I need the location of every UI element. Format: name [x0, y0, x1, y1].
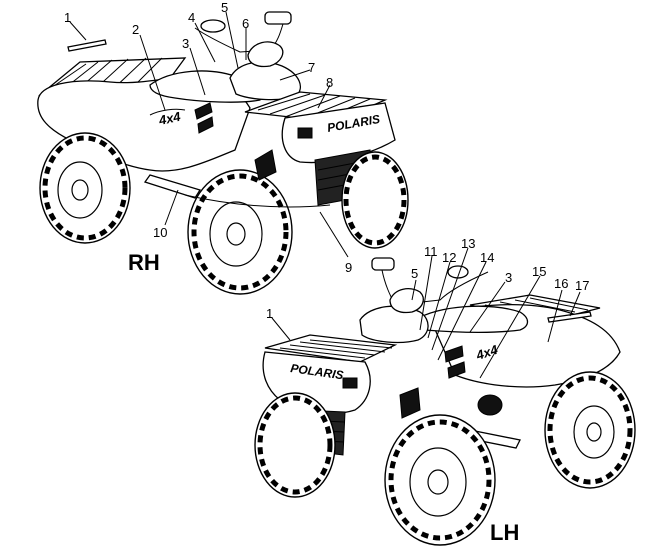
callout-rh-9: 9: [345, 260, 352, 275]
callout-rh-8: 8: [326, 75, 333, 90]
model-decal-rh: 4x4: [157, 109, 183, 129]
callout-lh-5: 5: [411, 266, 418, 281]
callout-lh-1: 1: [266, 306, 273, 321]
callout-rh-1: 1: [64, 10, 71, 25]
callout-rh-4: 4: [188, 10, 195, 25]
callout-rh-6: 6: [242, 16, 249, 31]
callout-rh-5: 5: [221, 0, 228, 15]
callout-rh-2: 2: [132, 22, 139, 37]
callout-rh-10: 10: [153, 225, 167, 240]
view-label-lh: LH: [490, 520, 519, 545]
callout-lh-15: 15: [532, 264, 546, 279]
callout-lh-16: 16: [554, 276, 568, 291]
callout-lh-13: 13: [461, 236, 475, 251]
atv-right-hand-view: POLARIS 4x4: [37, 0, 409, 295]
atv-left-hand-view: 4x4 POLARIS: [254, 236, 636, 546]
callout-lh-14: 14: [480, 250, 494, 265]
model-decal-lh: 4x4: [473, 342, 500, 364]
callout-lh-3: 3: [505, 270, 512, 285]
callout-lh-17: 17: [575, 278, 589, 293]
callout-rh-3: 3: [182, 36, 189, 51]
callout-lh-11: 11: [424, 244, 438, 259]
callout-rh-7: 7: [308, 60, 315, 75]
callout-lh-12: 12: [442, 250, 456, 265]
view-label-rh: RH: [128, 250, 160, 275]
